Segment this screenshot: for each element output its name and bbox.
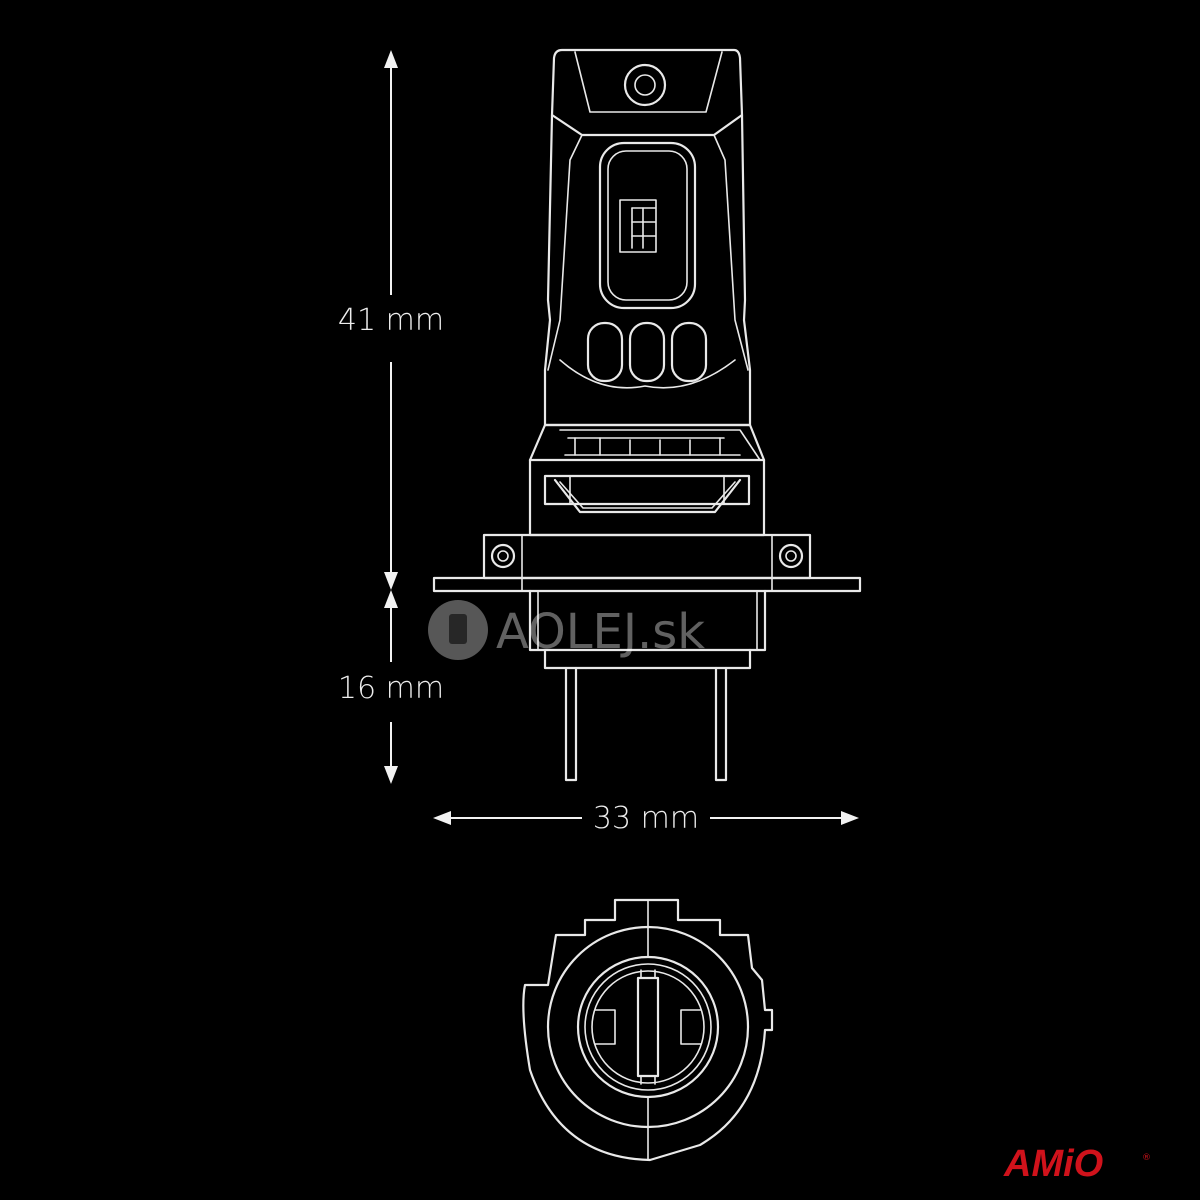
watermark: AOLEJ.sk [428, 600, 705, 660]
dimension-width: 33 mm [433, 801, 859, 836]
dimension-height-total: 41 mm [338, 50, 444, 590]
brand-logo: AMiO ® [1003, 1143, 1151, 1185]
dimension-height-base: 16 mm [338, 590, 444, 784]
registered-mark: ® [1142, 1153, 1151, 1163]
bulb-bottom-view [522, 898, 774, 1162]
dimension-label-33: 33 mm [593, 801, 699, 836]
brand-logo-text: AMiO [1003, 1143, 1103, 1185]
dimension-label-41: 41 mm [338, 303, 444, 338]
dimension-label-16: 16 mm [338, 671, 444, 706]
watermark-text: AOLEJ.sk [496, 604, 705, 660]
bulb-side-view [432, 48, 862, 782]
oil-drum-body-icon [449, 614, 467, 644]
